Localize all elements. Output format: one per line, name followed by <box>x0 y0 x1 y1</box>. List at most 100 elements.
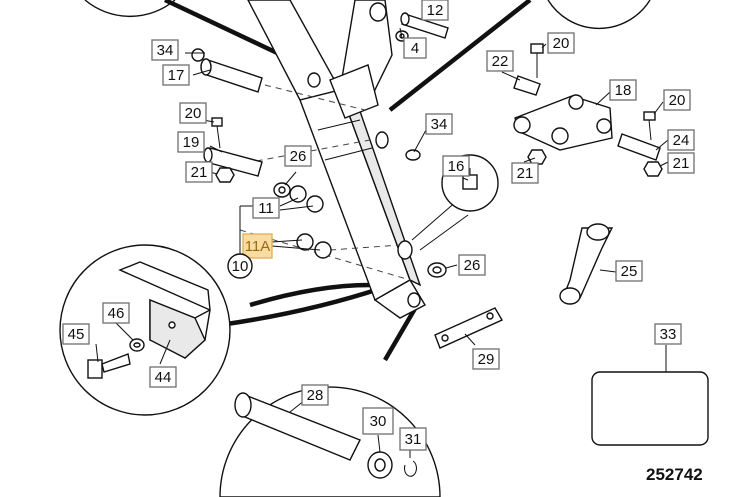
nut-21-mid <box>527 149 547 165</box>
callout-number: 34 <box>431 116 448 133</box>
callout-box <box>362 407 394 435</box>
detail-connector <box>411 199 459 241</box>
callout-30: 30 <box>362 407 394 435</box>
callout-box <box>301 384 329 406</box>
callout-box <box>421 0 449 21</box>
detail-circle-plate <box>59 244 231 416</box>
callout-number: 45 <box>68 326 85 343</box>
callout-number: 11 <box>258 200 274 217</box>
callout-12: 12 <box>421 0 449 21</box>
callout-26: 26 <box>284 145 312 167</box>
callout-25: 25 <box>615 260 643 282</box>
callout-number: 20 <box>669 92 686 109</box>
callout-box <box>102 302 130 324</box>
detail-connector <box>388 0 532 112</box>
callout-21: 21 <box>667 152 695 174</box>
callout-box <box>62 323 90 345</box>
bracket-18 <box>513 94 613 151</box>
callout-17: 17 <box>162 64 190 86</box>
bolt-45 <box>87 353 131 379</box>
callout-number: 20 <box>185 105 202 122</box>
callout-box <box>403 37 427 59</box>
callout-44: 44 <box>149 366 177 388</box>
callout-number: 18 <box>615 82 632 99</box>
bolt-20-right <box>643 111 656 141</box>
callout-box <box>425 113 453 135</box>
callout-number: 30 <box>370 413 387 430</box>
washer-46 <box>129 338 145 352</box>
callout-number: 25 <box>621 263 638 280</box>
callout-21: 21 <box>185 161 213 183</box>
callout-number: 28 <box>307 387 324 404</box>
callout-number: 24 <box>673 132 690 149</box>
callout-number: 12 <box>427 2 444 19</box>
pin-12 <box>400 12 449 39</box>
callout-4: 4 <box>403 37 427 59</box>
callout-box <box>486 50 514 72</box>
callout-box <box>399 427 427 451</box>
callout-box <box>242 233 273 259</box>
callout-box <box>162 64 190 86</box>
callout-number: 33 <box>660 326 677 343</box>
callout-number: 17 <box>168 67 185 84</box>
callout-19: 19 <box>177 131 205 153</box>
callout-number: 21 <box>191 164 208 181</box>
callout-24: 24 <box>667 129 695 151</box>
nut-21-right <box>643 161 663 177</box>
callout-number: 16 <box>448 158 465 175</box>
pin-17 <box>191 48 263 93</box>
bushing-11A <box>296 233 332 259</box>
callout-number: 11A <box>245 238 271 255</box>
callout-number: 21 <box>517 165 534 182</box>
callout-number: 46 <box>108 305 125 322</box>
link-29 <box>434 307 503 349</box>
washer-30 <box>367 451 393 479</box>
pin-24 <box>617 133 661 161</box>
callout-21: 21 <box>511 162 539 184</box>
pin-19 <box>203 147 263 177</box>
callout-number: 19 <box>183 134 200 151</box>
washer-26-right <box>427 262 447 278</box>
callout-number: 44 <box>155 369 172 386</box>
callout-box <box>149 366 177 388</box>
callout-box <box>252 197 280 219</box>
callout-number: 20 <box>553 35 570 52</box>
callout-29: 29 <box>472 348 500 370</box>
callout-box <box>663 89 691 111</box>
callout-box <box>511 162 539 184</box>
callout-box <box>472 348 500 370</box>
callout-11A: 11A <box>242 233 273 259</box>
callout-box <box>547 32 575 54</box>
nut-21-left <box>215 167 235 183</box>
callout-box <box>667 152 695 174</box>
circled-label-10: 10 <box>227 253 253 279</box>
boom-arm <box>247 0 426 319</box>
callout-28: 28 <box>301 384 329 406</box>
callout-number: 29 <box>478 351 495 368</box>
washer-34-right <box>405 149 421 161</box>
callout-number: 26 <box>290 148 307 165</box>
callout-46: 46 <box>102 302 130 324</box>
callout-number: 22 <box>492 53 509 70</box>
callout-box <box>667 129 695 151</box>
callout-33: 33 <box>654 323 682 345</box>
callout-box <box>185 161 213 183</box>
callout-26: 26 <box>458 254 486 276</box>
callout-box <box>284 145 312 167</box>
callout-45: 45 <box>62 323 90 345</box>
callout-20: 20 <box>547 32 575 54</box>
callout-box <box>151 39 179 61</box>
callout-number: 31 <box>405 431 422 448</box>
bushing-26-left <box>273 182 291 198</box>
callout-number: 4 <box>411 40 419 57</box>
callout-number: 26 <box>464 257 481 274</box>
bolt-20-top <box>530 43 544 78</box>
callout-31: 31 <box>399 427 427 451</box>
callout-box <box>609 79 637 101</box>
detail-circle-top-left <box>84 0 176 18</box>
link-25 <box>559 223 614 305</box>
circled-label-text: 10 <box>232 258 249 275</box>
callout-22: 22 <box>486 50 514 72</box>
detail-circle-top-right <box>547 0 651 30</box>
callout-box <box>615 260 643 282</box>
